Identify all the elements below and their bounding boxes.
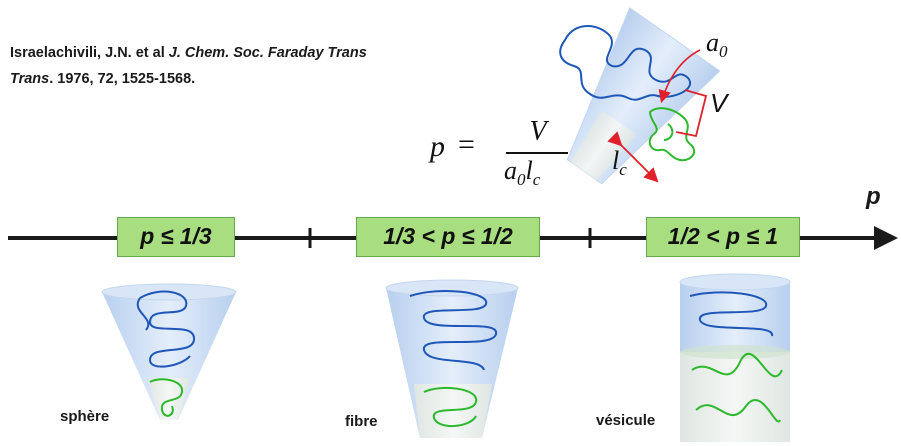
axis-label: p [866, 183, 881, 210]
formula-lhs: p [430, 130, 445, 163]
den-a: a [504, 156, 517, 185]
a0-arrow [658, 49, 701, 104]
sphere-molecule [101, 283, 237, 420]
molecule-wedge [566, 7, 721, 185]
reference-authors-text: Israelachivili, J.N. et al [10, 45, 165, 61]
formula-denominator: a0lc [504, 156, 540, 190]
formula-equals: = [458, 128, 475, 161]
shape-label-sphere: sphère [60, 408, 110, 425]
lc-letter: l [612, 146, 620, 175]
formula-numerator: V [529, 116, 547, 147]
axis-arrowhead [874, 226, 898, 250]
a0-label: a0 [706, 28, 728, 62]
a0-sub: 0 [719, 42, 728, 62]
range-box-sphere: p ≤ 1/3 [117, 217, 235, 257]
vesicle-molecule [679, 273, 791, 442]
lc-label: lc [612, 146, 627, 180]
v-label: V [710, 88, 728, 118]
den-l-sub: c [532, 170, 541, 190]
v-bracket [675, 89, 708, 138]
molecule-head-chain [559, 25, 692, 101]
shape-label-fibre: fibre [345, 413, 378, 430]
range-box-vesicle: 1/2 < p ≤ 1 [646, 217, 800, 257]
den-a-sub: 0 [517, 170, 526, 190]
shape-label-vesicle: vésicule [596, 412, 656, 429]
reference-journal-text: J. Chem. Soc. Faraday Trans [168, 45, 367, 61]
a0-letter: a [706, 28, 719, 57]
lc-sub: c [619, 160, 627, 180]
reference-details: . 1976, 72, 1525-1568. [49, 71, 196, 87]
formula-fraction-bar [506, 152, 568, 154]
lc-arrow [607, 131, 659, 183]
reference-text: Israelachivili, J.N. et al J. Chem. Soc.… [10, 40, 367, 92]
range-box-fibre: 1/3 < p ≤ 1/2 [356, 217, 540, 257]
reference-trans-text: Trans [10, 71, 50, 87]
den-l: l [525, 156, 533, 185]
fibre-molecule [385, 279, 519, 438]
